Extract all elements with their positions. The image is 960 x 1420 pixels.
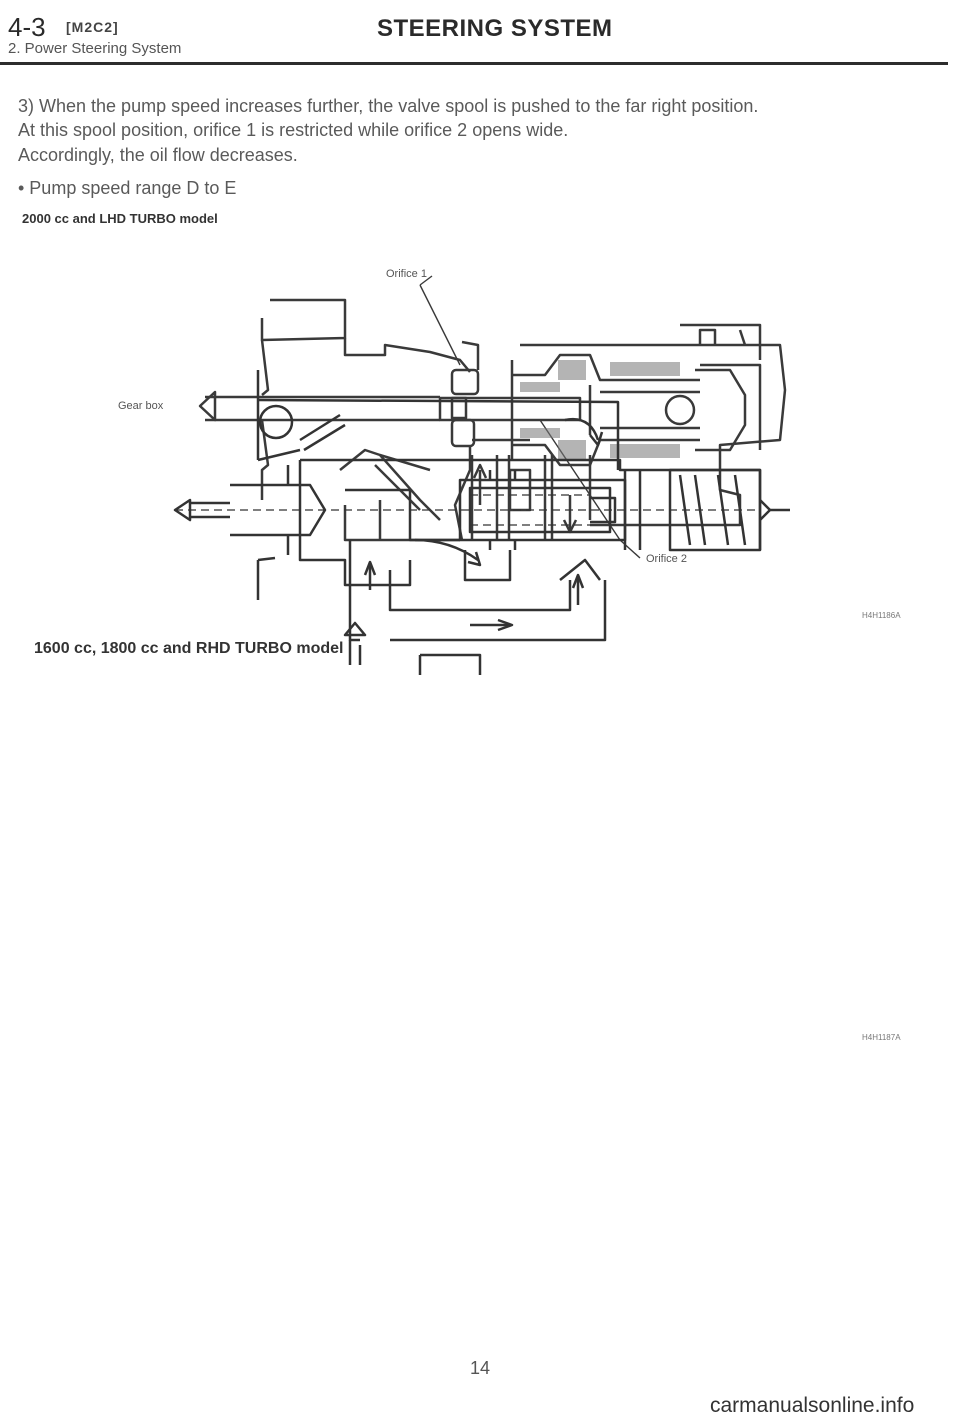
section-code: [M2C2] bbox=[66, 19, 119, 35]
figure-1-code: H4H1186A bbox=[862, 611, 901, 620]
watermark-text: carmanualsonline.info bbox=[710, 1394, 915, 1417]
bullet-item: • Pump speed range D to E bbox=[18, 178, 237, 198]
orifice-1-label: Orifice 1 bbox=[386, 268, 427, 280]
figure-2-diagram bbox=[173, 370, 790, 675]
gear-box-label: Gear box bbox=[118, 400, 164, 412]
paragraph-line-1: 3) When the pump speed increases further… bbox=[18, 96, 759, 116]
figure-2-code: H4H1187A bbox=[862, 1033, 901, 1042]
header-rule bbox=[0, 62, 948, 65]
figure-1-diagram bbox=[198, 275, 787, 559]
subsection-title: 2. Power Steering System bbox=[8, 40, 182, 57]
paragraph-line-3: Accordingly, the oil flow decreases. bbox=[18, 145, 298, 165]
paragraph-line-2: At this spool position, orifice 1 is res… bbox=[18, 120, 569, 140]
section-number: 4-3 bbox=[8, 12, 46, 42]
page-title: STEERING SYSTEM bbox=[377, 15, 613, 42]
figure-2-caption: 1600 cc, 1800 cc and RHD TURBO model bbox=[34, 640, 344, 657]
figure-1-caption: 2000 cc and LHD TURBO model bbox=[22, 211, 218, 226]
orifice-2-label: Orifice 2 bbox=[646, 553, 687, 565]
page-number: 14 bbox=[470, 1358, 491, 1378]
